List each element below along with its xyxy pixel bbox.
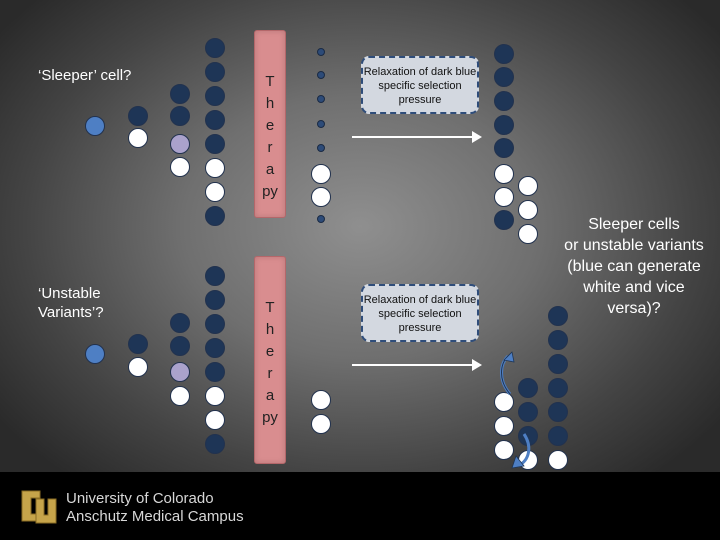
therapy-label: T h e r a py (262, 73, 278, 200)
university-name: University of Colorado Anschutz Medical … (66, 490, 244, 526)
cell-lavender (170, 362, 190, 382)
cell-white (205, 386, 225, 406)
cell-white (128, 128, 148, 148)
selection-pressure-box: Relaxation of dark blue specific selecti… (361, 56, 479, 114)
cell-mid-blue (85, 344, 105, 364)
cell-navy (494, 91, 514, 111)
cell-navy (170, 106, 190, 126)
cell-white (311, 187, 331, 207)
cell-navy (205, 86, 225, 106)
cell-navy (494, 44, 514, 64)
cell-white (494, 416, 514, 436)
cell-white (494, 164, 514, 184)
cell-navy (518, 378, 538, 398)
logo-c-shape (21, 490, 41, 522)
unstable-label-line: ‘Unstable (38, 285, 101, 302)
cell-navy (548, 306, 568, 326)
cell-white (518, 224, 538, 244)
cell-navy (205, 266, 225, 286)
cell-tiny (317, 120, 325, 128)
cell-white (494, 187, 514, 207)
cell-navy (205, 434, 225, 454)
cell-navy (548, 378, 568, 398)
cell-navy (548, 426, 568, 446)
university-line: University of Colorado (66, 490, 214, 507)
cell-white (170, 157, 190, 177)
note-line: or unstable variants (564, 237, 704, 254)
cell-white (205, 182, 225, 202)
cell-navy (205, 206, 225, 226)
cell-white (518, 176, 538, 196)
therapy-label: T h e r a py (262, 299, 278, 426)
logo-u-shape (35, 498, 57, 524)
cell-white (128, 357, 148, 377)
cell-tiny (317, 71, 325, 79)
cell-lavender (170, 134, 190, 154)
cell-navy (205, 290, 225, 310)
cell-navy (170, 84, 190, 104)
cell-white (205, 410, 225, 430)
cell-white (311, 414, 331, 434)
cell-navy (128, 334, 148, 354)
cell-tiny (317, 215, 325, 223)
cell-navy (128, 106, 148, 126)
cell-white (170, 386, 190, 406)
sleeper-note: Sleeper cells or unstable variants (blue… (548, 214, 720, 319)
cell-tiny (317, 48, 325, 56)
cell-navy (170, 313, 190, 333)
cell-navy (205, 62, 225, 82)
cell-navy (494, 115, 514, 135)
right-arrow-icon (352, 131, 482, 143)
unstable-variants-label: ‘Unstable Variants’? (38, 284, 104, 322)
cell-navy (205, 110, 225, 130)
therapy-bar: T h e r a py (254, 256, 286, 464)
cell-navy (205, 362, 225, 382)
cell-navy (548, 354, 568, 374)
curved-arrow-head (503, 351, 515, 363)
note-line: (blue can generate (567, 258, 701, 275)
therapy-bar: T h e r a py (254, 30, 286, 218)
cell-navy (518, 402, 538, 422)
cell-navy (205, 314, 225, 334)
cu-logo-icon (21, 490, 57, 524)
slide-canvas: ‘Sleeper’ cell? T h e r a py (0, 0, 720, 472)
cell-navy (548, 330, 568, 350)
right-arrow-icon (352, 359, 482, 371)
curved-arrow-head (511, 455, 525, 469)
footer-bar: University of Colorado Anschutz Medical … (0, 472, 720, 540)
campus-line: Anschutz Medical Campus (66, 508, 244, 525)
cell-white (205, 158, 225, 178)
cell-tiny (317, 144, 325, 152)
cell-white (311, 390, 331, 410)
cell-navy (548, 402, 568, 422)
cell-navy (494, 67, 514, 87)
cell-navy (205, 38, 225, 58)
cell-white (518, 200, 538, 220)
unstable-label-line: Variants’? (38, 304, 104, 321)
note-line: white and vice (583, 279, 685, 296)
cell-navy (494, 210, 514, 230)
cell-white (548, 450, 568, 470)
cell-navy (494, 138, 514, 158)
cell-navy (205, 338, 225, 358)
note-line: versa)? (607, 300, 661, 317)
cell-navy (205, 134, 225, 154)
sleeper-cell-label: ‘Sleeper’ cell? (38, 67, 132, 84)
cell-white (494, 392, 514, 412)
cell-tiny (317, 95, 325, 103)
cell-mid-blue (85, 116, 105, 136)
selection-pressure-box: Relaxation of dark blue specific selecti… (361, 284, 479, 342)
note-line: Sleeper cells (588, 216, 680, 233)
cell-white (494, 440, 514, 460)
cell-navy (170, 336, 190, 356)
curved-arrow-icon (500, 351, 531, 469)
cell-white (311, 164, 331, 184)
